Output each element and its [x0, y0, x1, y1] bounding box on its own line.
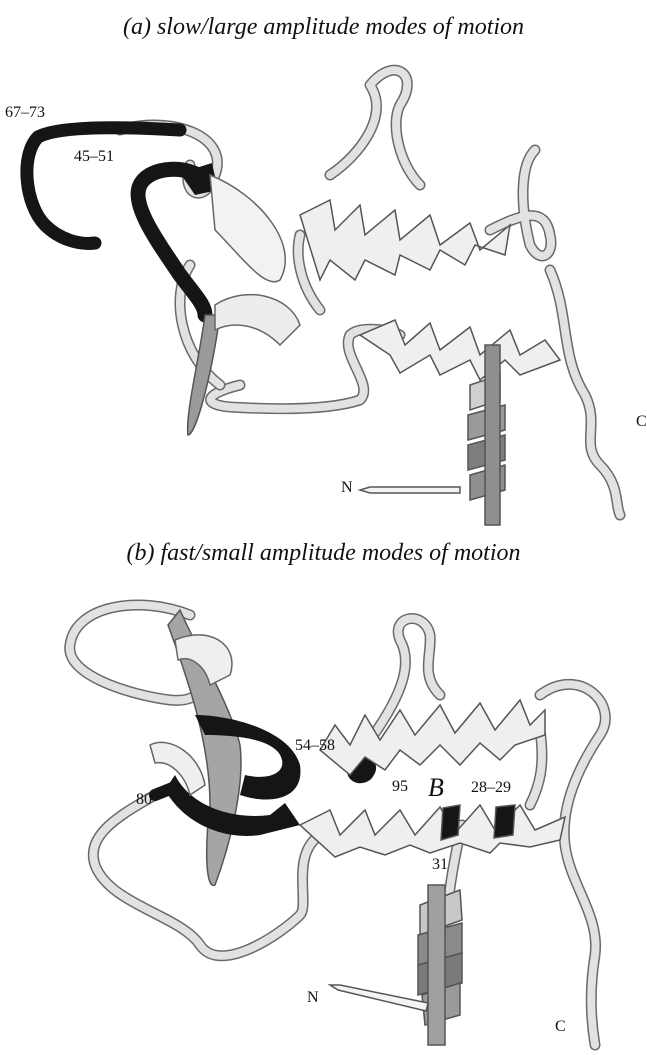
panel-a-title: (a) slow/large amplitude modes of motion	[0, 14, 647, 41]
label-31: 31	[432, 856, 448, 874]
panel-b-title: (b) fast/small amplitude modes of motion	[0, 540, 647, 567]
n-terminus-b	[330, 985, 428, 1011]
label-95: 95	[392, 778, 408, 796]
panel-a-structure	[0, 55, 647, 535]
label-28-29: 28–29	[471, 779, 511, 797]
label-helix-b: B	[428, 773, 444, 803]
label-45-51: 45–51	[74, 148, 114, 166]
sheet-a-3	[215, 295, 300, 345]
label-terminus-c-b: C	[555, 1018, 566, 1036]
label-terminus-c-a: C	[636, 413, 647, 431]
panel-b-structure	[0, 585, 647, 1055]
panel-a-helices	[300, 200, 560, 525]
label-terminus-n-b: N	[307, 989, 319, 1007]
label-54-58: 54–58	[295, 737, 335, 755]
n-terminus-a	[360, 487, 460, 493]
label-80: 80	[136, 791, 152, 809]
label-terminus-n-a: N	[341, 479, 353, 497]
label-67-73: 67–73	[5, 104, 45, 122]
sheet-a-2	[210, 175, 285, 282]
